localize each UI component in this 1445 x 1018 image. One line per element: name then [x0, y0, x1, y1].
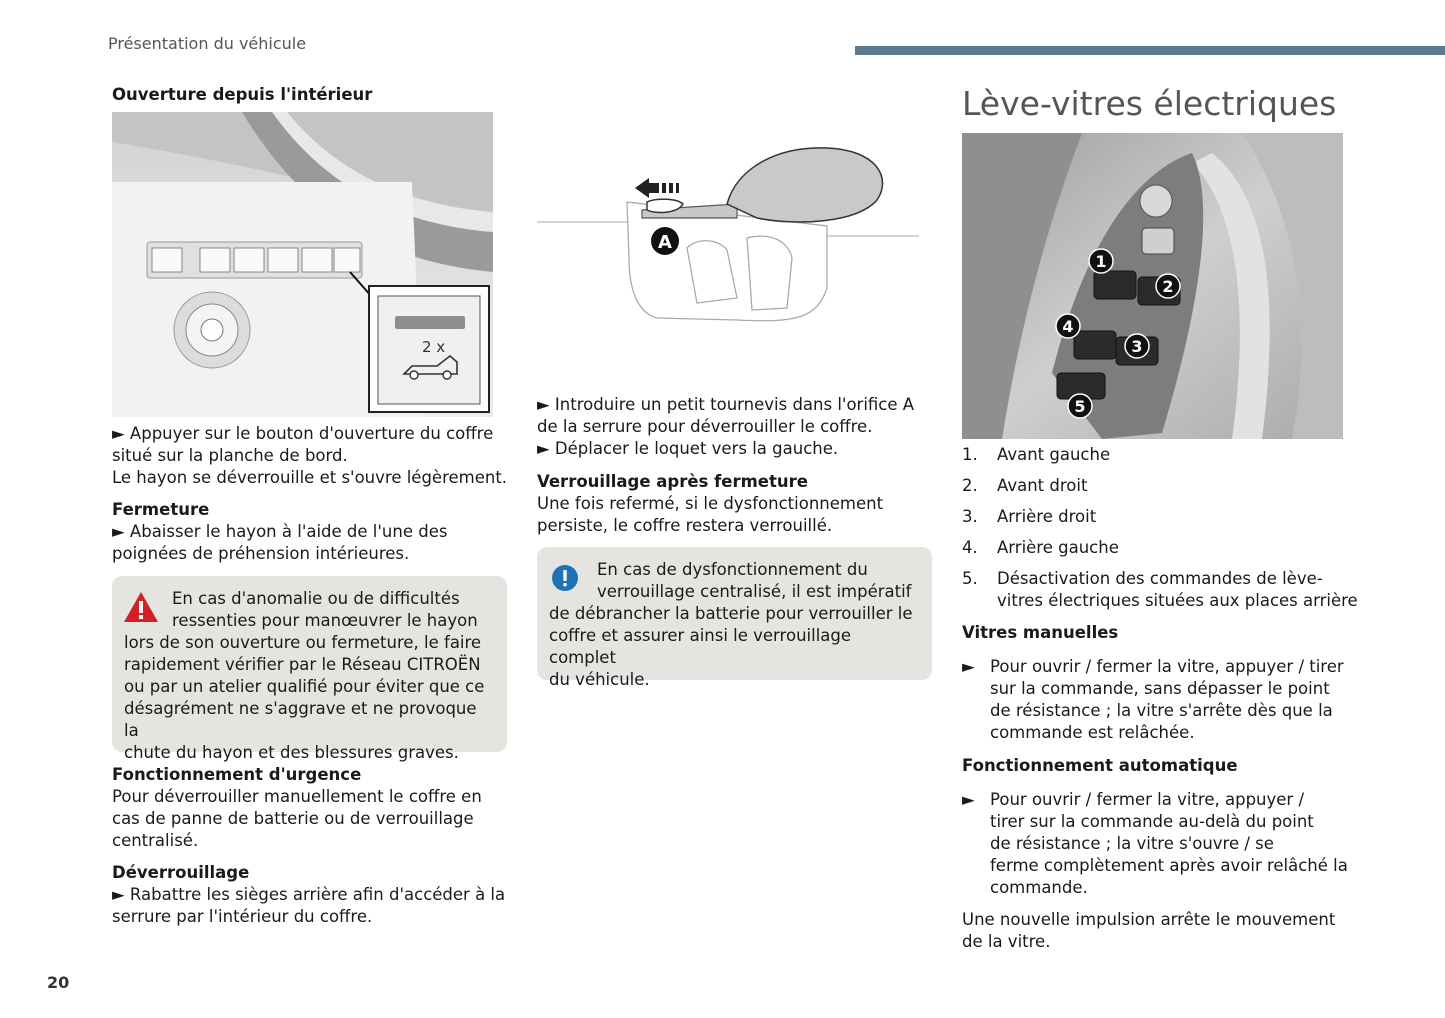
info-line-2: verrouillage centralisé, il est impérati…: [597, 582, 912, 601]
section-header: Présentation du véhicule: [108, 34, 307, 53]
figure-label-a: A: [658, 232, 672, 253]
final-line-2: de la vitre.: [962, 932, 1051, 951]
warning-triangle-icon: [124, 592, 158, 622]
list-item: 1.Avant gauche: [962, 445, 1111, 464]
emergency-line-1: Pour déverrouiller manuellement le coffr…: [112, 787, 482, 806]
emergency-line-2: cas de panne de batterie ou de verrouill…: [112, 809, 474, 828]
instruction-press-button-1: ► Appuyer sur le bouton d'ouverture du c…: [112, 424, 494, 443]
list-item: 3.Arrière droit: [962, 507, 1097, 526]
step-line-3: ► Déplacer le loquet vers la gauche.: [537, 439, 839, 458]
figure-label-2: 2: [1162, 277, 1173, 296]
lock-line-1: Une fois refermé, si le dysfonctionnemen…: [537, 494, 884, 513]
auto-line-2: tirer sur la commande au-delà du point: [990, 812, 1314, 831]
heading-open-from-inside: Ouverture depuis l'intérieur: [112, 85, 373, 104]
lock-line-2: persiste, le coffre restera verrouillé.: [537, 516, 833, 535]
manual-line-1: Pour ouvrir / fermer la vitre, appuyer /…: [990, 657, 1344, 676]
unlock-line-2: serrure par l'intérieur du coffre.: [112, 907, 373, 926]
heading-closing: Fermeture: [112, 500, 210, 519]
closing-line-1: ► Abaisser le hayon à l'aide de l'une de…: [112, 522, 448, 541]
auto-line-5: commande.: [990, 878, 1088, 897]
screwdriver-lock-figure: A: [537, 138, 919, 328]
manual-instruction: ► Pour ouvrir / fermer la vitre, appuyer…: [962, 656, 1357, 744]
unlock-line-1: ► Rabattre les sièges arrière afin d'acc…: [112, 885, 506, 904]
header-accent-bar: [855, 46, 1445, 55]
warning-line-1: En cas d'anomalie ou de difficultés: [172, 589, 460, 608]
figure-label-1: 1: [1095, 252, 1106, 271]
window-control-list: 1.Avant gauche 2.Avant droit 3.Arrière d…: [962, 444, 1362, 621]
manual-line-2: sur la commande, sans dépasser le point: [990, 679, 1330, 698]
warning-line-6: désagrément ne s'aggrave et ne provoque …: [124, 699, 477, 740]
figure-label-5: 5: [1074, 397, 1085, 416]
warning-line-3: lors de son ouverture ou fermeture, le f…: [124, 633, 482, 652]
figure-label-4: 4: [1062, 317, 1073, 336]
auto-line-4: ferme complètement après avoir relâché l…: [990, 856, 1348, 875]
figure-label-3: 3: [1131, 337, 1142, 356]
automatic-instruction: ► Pour ouvrir / fermer la vitre, appuyer…: [962, 789, 1357, 899]
info-icon: [552, 565, 578, 591]
warning-line-5: ou par un atelier qualifié pour éviter q…: [124, 677, 485, 696]
info-line-4: coffre et assurer ainsi le verrouillage …: [549, 626, 852, 667]
bullet-arrow-icon: ►: [962, 657, 975, 676]
final-line-1: Une nouvelle impulsion arrête le mouveme…: [962, 910, 1336, 929]
info-line-5: du véhicule.: [549, 670, 650, 689]
figure-label-2x: 2 x: [422, 338, 445, 356]
list-item: 5.Désactivation des commandes de lève-vi…: [962, 569, 1358, 610]
emergency-line-3: centralisé.: [112, 831, 199, 850]
closing-line-2: poignées de préhension intérieures.: [112, 544, 410, 563]
step-line-2: de la serrure pour déverrouiller le coff…: [537, 417, 873, 436]
page-number: 20: [47, 973, 70, 992]
auto-line-3: de résistance ; la vitre s'ouvre / se: [990, 834, 1274, 853]
heading-lock-after-close: Verrouillage après fermeture: [537, 472, 808, 491]
warning-box: En cas d'anomalie ou de difficultés ress…: [112, 576, 507, 762]
auto-line-1: Pour ouvrir / fermer la vitre, appuyer /: [990, 790, 1305, 809]
window-switch-figure: 1 2 3 4 5: [962, 133, 1343, 439]
heading-emergency: Fonctionnement d'urgence: [112, 765, 362, 784]
warning-line-7: chute du hayon et des blessures graves.: [124, 743, 459, 762]
warning-line-2: ressenties pour manœuvrer le hayon: [172, 611, 478, 630]
instruction-press-button-3: Le hayon se déverrouille et s'ouvre légè…: [112, 468, 508, 487]
heading-unlocking: Déverrouillage: [112, 863, 250, 882]
bullet-arrow-icon: ►: [962, 790, 975, 809]
list-item: 2.Avant droit: [962, 476, 1088, 495]
warning-line-4: rapidement vérifier par le Réseau CITROË…: [124, 655, 481, 674]
step-line-1: ► Introduire un petit tournevis dans l'o…: [537, 395, 915, 414]
dashboard-button-figure: 2 x: [112, 112, 493, 417]
manual-line-3: de résistance ; la vitre s'arrête dès qu…: [990, 701, 1333, 720]
heading-manual-windows: Vitres manuelles: [962, 623, 1119, 642]
instruction-press-button-2: situé sur la planche de bord.: [112, 446, 348, 465]
info-line-3: de débrancher la batterie pour verrouill…: [549, 604, 913, 623]
list-item: 4.Arrière gauche: [962, 538, 1119, 557]
info-line-1: En cas de dysfonctionnement du: [597, 560, 868, 579]
heading-automatic: Fonctionnement automatique: [962, 756, 1238, 775]
page-title: Lève-vitres électriques: [962, 84, 1337, 123]
manual-line-4: commande est relâchée.: [990, 723, 1195, 742]
info-box: En cas de dysfonctionnement du verrouill…: [537, 547, 932, 689]
